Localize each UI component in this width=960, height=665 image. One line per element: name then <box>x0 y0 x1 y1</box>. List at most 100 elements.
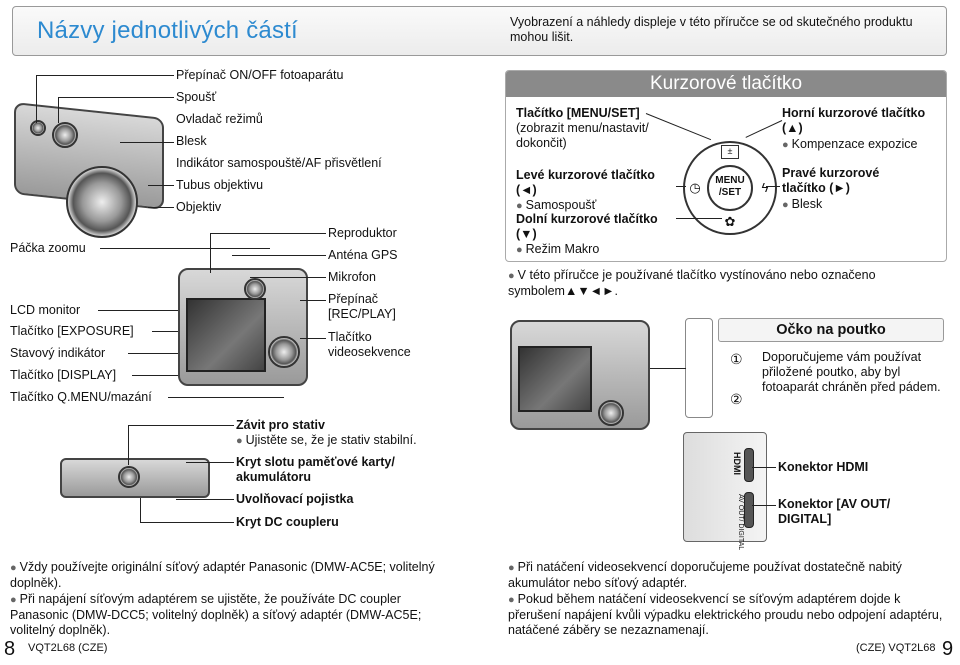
note-left-2: Při napájení síťovým adaptérem se ujistě… <box>10 592 450 638</box>
down-cursor-desc: Režim Makro <box>516 242 600 258</box>
label-selftimer-indicator: Indikátor samospouště/AF přisvětlení <box>176 156 382 170</box>
header-note: Vyobrazení a náhledy displeje v této pří… <box>510 15 913 44</box>
menu-set-desc: Tlačítko [MENU/SET] (zobrazit menu/nasta… <box>516 106 676 151</box>
label-microphone: Mikrofon <box>328 270 376 284</box>
label-exposure-button: Tlačítko [EXPOSURE] <box>10 324 134 338</box>
cursor-button-panel: Kurzorové tlačítko <box>505 70 947 262</box>
label-card-cover: Kryt slotu paměťové karty/ akumulátoru <box>236 455 395 484</box>
label-lcd-monitor: LCD monitor <box>10 303 81 317</box>
eyelet-title: Očko na poutko <box>718 318 944 342</box>
right-cursor-title: Pravé kurzorové tlačítko (►) <box>782 166 880 195</box>
label-hdmi-connector: Konektor HDMI <box>778 460 869 474</box>
label-shutter: Spoušť <box>176 90 217 104</box>
leader-line <box>58 97 59 123</box>
eyelet-detail-box <box>685 318 713 418</box>
camera-dial-image <box>52 122 78 148</box>
up-cursor-title: Horní kurzorové tlačítko (▲) <box>782 106 926 135</box>
label-lens: Objektiv <box>176 200 222 214</box>
leader-line <box>128 425 129 465</box>
camera-back-screen-image <box>186 298 266 372</box>
page-number-left: 8 <box>4 638 16 660</box>
label-av-connector: Konektor [AV OUT/ DIGITAL] <box>778 497 891 526</box>
label-status-indicator: Stavový indikátor <box>10 346 106 360</box>
leader-line <box>210 233 211 273</box>
camera-eyelet-dial-image <box>598 400 624 426</box>
tripod-socket-image <box>118 466 140 488</box>
label-flash: Blesk <box>176 134 207 148</box>
leader-line <box>128 425 234 426</box>
leader-line <box>650 368 686 369</box>
left-cursor-desc: Samospoušť <box>516 198 597 214</box>
hdmi-mark: HDMI <box>732 452 742 475</box>
eyelet-desc: Doporučujeme vám používat přiložené pout… <box>762 350 941 394</box>
label-video-button: Tlačítko videosekvence <box>328 330 411 359</box>
leader-line <box>36 75 174 76</box>
label-tripod-note: Ujistěte se, že je stativ stabilní. <box>236 433 417 449</box>
menu-set-button <box>707 165 753 211</box>
page-title: Názvy jednotlivých částí <box>37 17 298 44</box>
right-cursor-desc: Blesk <box>782 197 823 213</box>
leader-line <box>100 248 270 249</box>
leader-line <box>300 338 326 339</box>
leader-line <box>36 75 37 123</box>
macro-icon: ✿ <box>724 214 736 229</box>
header-bar: Názvy jednotlivých částí Vyobrazení a ná… <box>12 6 947 56</box>
label-qmenu-button: Tlačítko Q.MENU/mazání <box>10 390 152 404</box>
note-left-1: Vždy používejte originální síťový adapté… <box>10 560 450 591</box>
left-cursor-title: Levé kurzorové tlačítko (◄) <box>516 168 655 197</box>
leader-line <box>752 467 776 468</box>
leader-line <box>120 142 174 143</box>
camera-lens-image <box>66 166 138 238</box>
leader-line <box>186 462 234 463</box>
label-mode-dial: Ovladač režimů <box>176 112 263 126</box>
leader-line <box>676 218 722 219</box>
hdmi-port-image <box>744 448 754 482</box>
eyelet-step-1: ① <box>730 351 743 367</box>
label-tripod-title: Závit pro stativ <box>236 418 325 432</box>
cursor-panel-title: Kurzorové tlačítko <box>506 71 946 97</box>
label-gps-antenna: Anténa GPS <box>328 248 398 262</box>
leader-line <box>98 310 182 311</box>
label-dc-coupler-cover: Kryt DC coupleru <box>236 515 339 529</box>
note-right-1: Při natáčení videosekvencí doporučujeme … <box>508 560 948 591</box>
flash-icon: ϟ <box>761 180 769 195</box>
av-mark: AV OUT/ DIGITAL <box>737 494 744 551</box>
label-zoom-lever: Páčka zoomu <box>10 241 86 255</box>
leader-line <box>140 522 234 523</box>
cursor-note: V této příručce je používané tlačítko vy… <box>508 268 938 299</box>
leader-line <box>752 505 776 506</box>
leader-line <box>176 499 234 500</box>
label-release-lever: Uvolňovací pojistka <box>236 492 354 506</box>
selftimer-icon: ◷ <box>689 180 701 195</box>
note-right-2: Pokud během natáčení videosekvencí se sí… <box>508 592 948 638</box>
leader-line <box>148 207 174 208</box>
camera-back-dial-image <box>268 336 300 368</box>
label-lens-barrel: Tubus objektivu <box>176 178 264 192</box>
down-cursor-title: Dolní kurzorové tlačítko (▼) <box>516 212 658 241</box>
footer-code-right: (CZE) VQT2L68 <box>856 642 936 654</box>
up-cursor-desc: Kompenzace expozice <box>782 137 918 153</box>
label-display-button: Tlačítko [DISPLAY] <box>10 368 117 382</box>
leader-line <box>210 233 326 234</box>
menu-set-text: (zobrazit menu/nastavit/ dokončit) <box>516 121 649 150</box>
label-speaker: Reproduktor <box>328 226 397 240</box>
label-power-switch: Přepínač ON/OFF fotoaparátu <box>176 68 344 82</box>
leader-line <box>676 186 686 187</box>
label-rec-play-switch: Přepínač [REC/PLAY] <box>328 292 396 321</box>
eyelet-step-2: ② <box>730 391 743 407</box>
menu-set-title: Tlačítko [MENU/SET] <box>516 106 640 120</box>
leader-line <box>58 97 174 98</box>
footer-code-left: VQT2L68 (CZE) <box>28 642 108 654</box>
page-number-right: 9 <box>942 638 954 660</box>
leader-line <box>168 397 284 398</box>
leader-line <box>140 498 141 522</box>
leader-line <box>250 277 326 278</box>
camera-eyelet-screen-image <box>518 346 592 412</box>
menu-set-label: MENU /SET <box>715 175 745 198</box>
leader-line <box>148 185 174 186</box>
connector-detail-image <box>683 432 767 542</box>
leader-line <box>232 255 326 256</box>
exposure-icon: ± <box>721 145 739 159</box>
leader-line <box>300 300 326 301</box>
leader-line <box>766 186 780 187</box>
